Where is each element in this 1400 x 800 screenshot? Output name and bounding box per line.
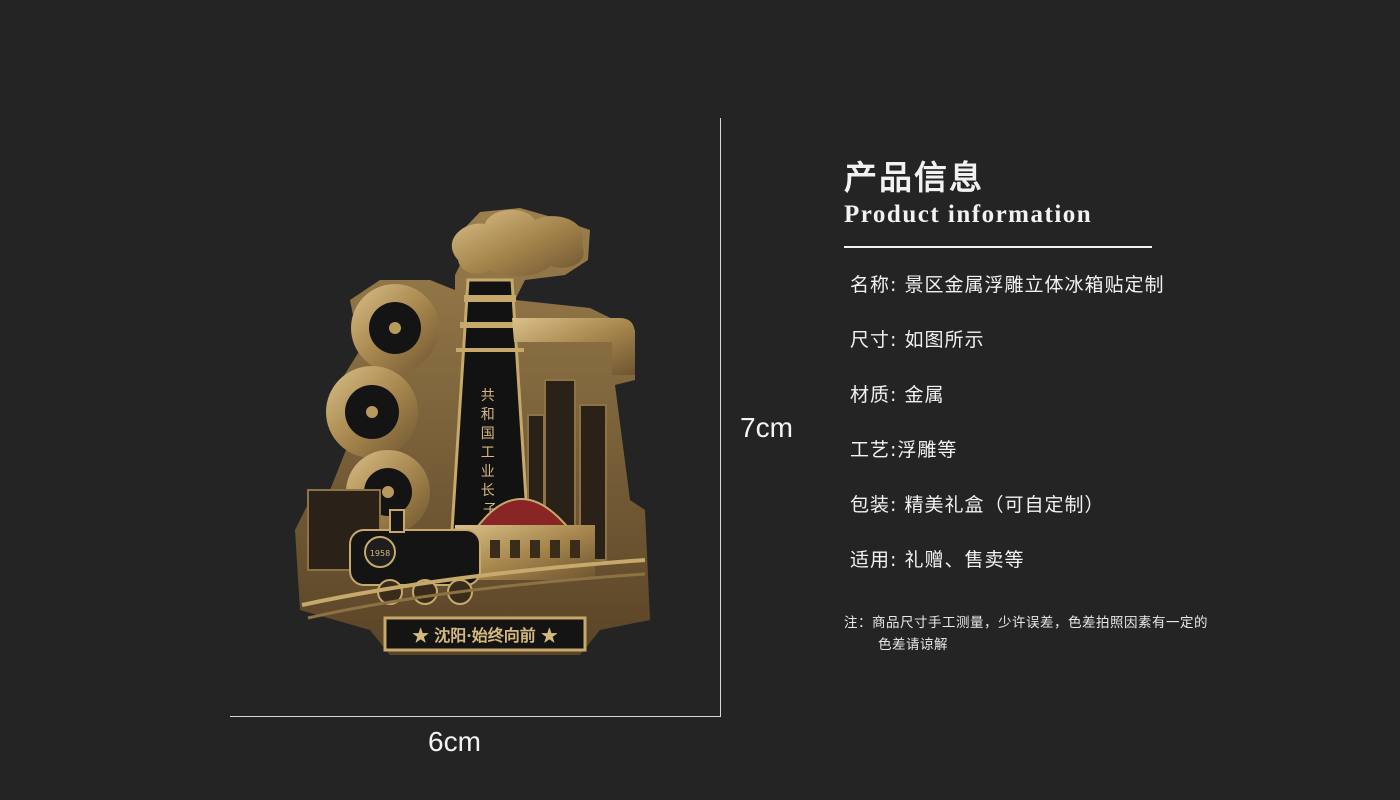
spec-size: 尺寸: 如图所示 — [850, 329, 985, 351]
pipe-shape — [512, 318, 635, 375]
banner-shape — [383, 616, 587, 652]
spec-usage: 适用: 礼赠、售卖等 — [850, 549, 1025, 571]
height-dimension-label: 7cm — [740, 412, 793, 443]
spec-material: 材质: 金属 — [850, 384, 945, 406]
fridge-magnet-image: 共 和 国 工 业 长 子 — [295, 208, 650, 655]
width-dimension-label: 6cm — [428, 726, 481, 757]
smoke-cloud-shape — [451, 209, 584, 277]
locomotive-number: 1958 — [370, 549, 390, 558]
product-info-panel: 产品信息 Product information 名称: 景区金属浮雕立体冰箱贴… — [844, 158, 1364, 656]
title-divider — [844, 246, 1152, 248]
disclaimer-note: 注：商品尺寸手工测量，少许误差，色差拍照因素有一定的 色差请谅解 — [844, 612, 1364, 656]
product-info-title-en: Product information — [844, 201, 1093, 228]
width-measure-line — [230, 716, 721, 717]
height-measure-line — [720, 118, 721, 716]
chimney-char: 长 — [481, 483, 495, 499]
spec-craft: 工艺:浮雕等 — [850, 439, 958, 461]
chimney-char: 国 — [481, 426, 495, 442]
spec-list: 名称: 景区金属浮雕立体冰箱贴定制 尺寸: 如图所示 材质: 金属 工艺:浮雕等… — [844, 270, 1364, 600]
chimney-char: 业 — [481, 464, 495, 480]
gear-icon — [351, 284, 439, 372]
chimney-text: 共 和 国 工 业 长 子 — [481, 388, 499, 518]
product-info-title-cn: 产品信息 — [844, 158, 984, 197]
locomotive-shape — [349, 509, 481, 605]
chimney-char: 共 — [481, 388, 495, 404]
note-line-2: 色差请谅解 — [878, 637, 948, 653]
spec-name: 名称: 景区金属浮雕立体冰箱贴定制 — [850, 274, 1165, 296]
banner-text: ★ 沈阳·始终向前 ★ — [413, 626, 558, 645]
chimney-char: 和 — [481, 407, 495, 423]
rail-track-shape — [301, 558, 646, 607]
note-line-1: 注：商品尺寸手工测量，少许误差，色差拍照因素有一定的 — [844, 615, 1208, 631]
chimney-char: 工 — [481, 445, 495, 461]
spec-packaging: 包装: 精美礼盒（可自定制） — [850, 494, 1105, 516]
gear-icon — [326, 366, 418, 458]
